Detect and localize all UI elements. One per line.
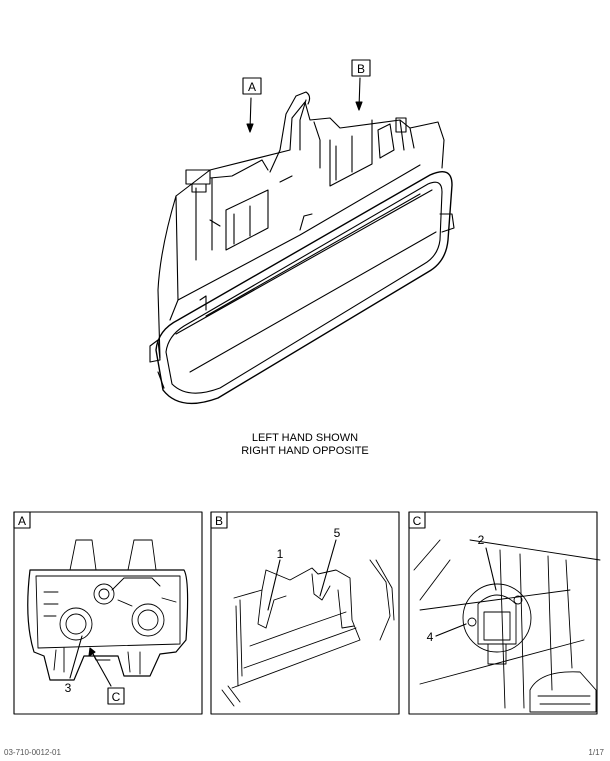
page-number: 1/17 (588, 748, 604, 757)
callout-arrows (246, 77, 363, 133)
callout-b-label: B (357, 62, 365, 76)
panel-a-label-box (13, 511, 31, 529)
panel-a-ref-label: C (112, 690, 121, 704)
panel-a-ref-box (107, 687, 125, 705)
panel-b-label-box (210, 511, 228, 529)
leader-3 (69, 635, 83, 679)
bracket-view (221, 559, 395, 707)
detail-panel-a (13, 511, 203, 715)
item-number-2: 2 (478, 533, 485, 547)
item-number-4: 4 (427, 630, 434, 644)
panel-c-label-box (408, 511, 426, 529)
callout-box-a (242, 77, 262, 95)
panel-c-label: C (413, 514, 422, 528)
callout-a-label: A (248, 80, 256, 94)
leader-c-ref (91, 651, 112, 687)
leader-5 (319, 539, 337, 597)
page-reference: 03-710-0012-01 (4, 748, 61, 757)
callout-box-b (351, 59, 371, 77)
item-number-5: 5 (334, 526, 341, 540)
detail-panel-c (408, 511, 598, 715)
item-number-3: 3 (65, 681, 72, 695)
bulb-view (413, 539, 601, 713)
panel-b-label: B (215, 514, 223, 528)
rear-housing-view (27, 539, 189, 681)
item-number-1: 1 (277, 547, 284, 561)
detail-panel-b (210, 511, 400, 715)
leader-2 (485, 547, 497, 591)
leader-4 (435, 623, 467, 637)
leader-1 (267, 559, 281, 611)
panel-a-label: A (18, 514, 26, 528)
headlamp-assembly (149, 91, 455, 405)
caption-line-2: RIGHT HAND OPPOSITE (241, 445, 369, 457)
caption-line-1: LEFT HAND SHOWN (251, 432, 359, 444)
